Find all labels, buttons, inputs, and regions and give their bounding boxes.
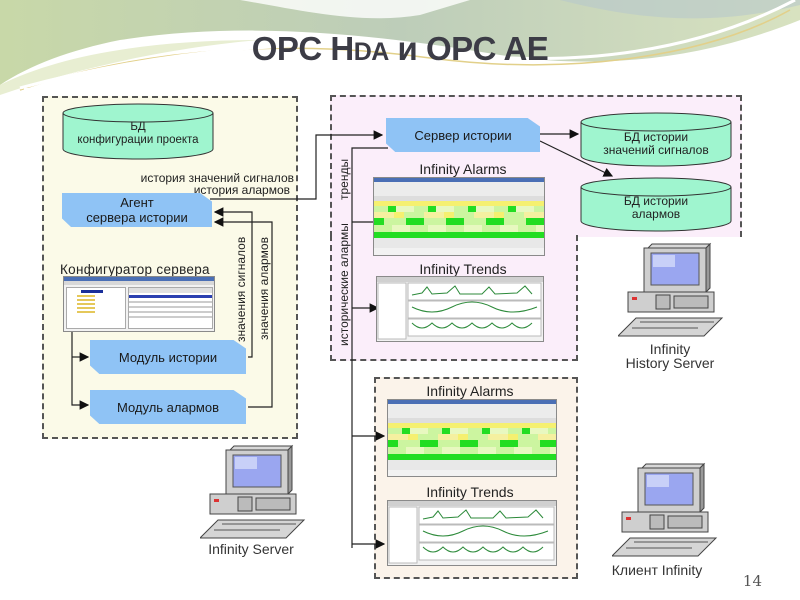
title-part: OPC [251,30,331,67]
client-computer-icon [612,462,718,557]
db-config-line: БД [130,121,146,133]
infinity-server-computer-label: Infinity Server [208,541,294,557]
history-server-label-line: History Server [625,355,715,371]
client-alarms-app-title: Infinity Alarms [426,383,514,399]
history-server-node[interactable]: Сервер истории [386,118,540,152]
title-part: DA [353,38,390,66]
history-alarms-label: история алармов [193,183,290,197]
configurator-title: Конфигуратор сервера [60,262,210,277]
client-trends-screenshot [387,500,557,566]
client-alarms-screenshot [387,399,557,477]
module-history-label: Модуль истории [118,349,218,365]
history-server-computer-icon [618,242,724,337]
agent-history-server-node[interactable]: Агент сервера истории [62,193,212,227]
module-history-to-agent-line [213,207,253,358]
historical-alarms-label: исторические алармы [337,223,351,346]
history-trends-screenshot [376,276,544,342]
db-alarms-label: БД истории алармов [580,195,732,221]
title-part: H [330,30,354,67]
configurator-to-modules-line [71,332,90,410]
title-part: и OPC AE [388,30,549,67]
history-alarms-screenshot [373,177,545,256]
module-alarms-label: Модуль алармов [116,399,220,415]
agent-label-line: сервера истории [86,210,188,225]
history-server-label-line: Infinity [649,341,691,357]
db-alarms-line: алармов [631,207,681,221]
module-history-node[interactable]: Модуль истории [90,340,246,374]
agent-to-history-server-line [210,130,384,200]
history-signals-label: история значений сигналов [140,171,294,185]
client-computer-label: Клиент Infinity [611,562,703,578]
db-config-cylinder [62,103,214,160]
page-number: 14 [742,572,762,590]
agent-label-line: Агент [120,195,154,210]
history-bus-line [351,147,388,548]
history-alarms-app-title: Infinity Alarms [419,161,507,177]
history-server-computer-label: Infinity History Server [600,342,740,370]
db-alarms-cylinder [580,177,732,232]
db-signals-line: БД истории [623,130,689,144]
trends-label: тренды [337,158,351,200]
alarm-values-label: значения алармов [257,237,271,340]
history-trends-app-title: Infinity Trends [419,261,507,277]
db-config-label: БД конфигурации проекта [62,121,214,147]
module-alarms-to-agent-line [213,217,273,408]
db-config-line: конфигурации проекта [77,134,199,146]
db-signals-line: значений сигналов [603,143,709,157]
module-alarms-node[interactable]: Модуль алармов [90,390,246,424]
configurator-screenshot [63,276,215,332]
infinity-server-computer-icon [200,444,306,539]
db-signals-cylinder [580,112,732,167]
slide-title: OPC HDA и OPC AE [0,30,800,68]
history-server-label: Сервер истории [414,127,512,143]
server-to-db-alarms-line [539,140,614,177]
db-signals-label: БД истории значений сигналов [580,131,732,157]
db-alarms-line: БД истории [623,194,689,208]
client-trends-app-title: Infinity Trends [426,484,514,500]
signal-values-label: значения сигналов [234,236,248,342]
